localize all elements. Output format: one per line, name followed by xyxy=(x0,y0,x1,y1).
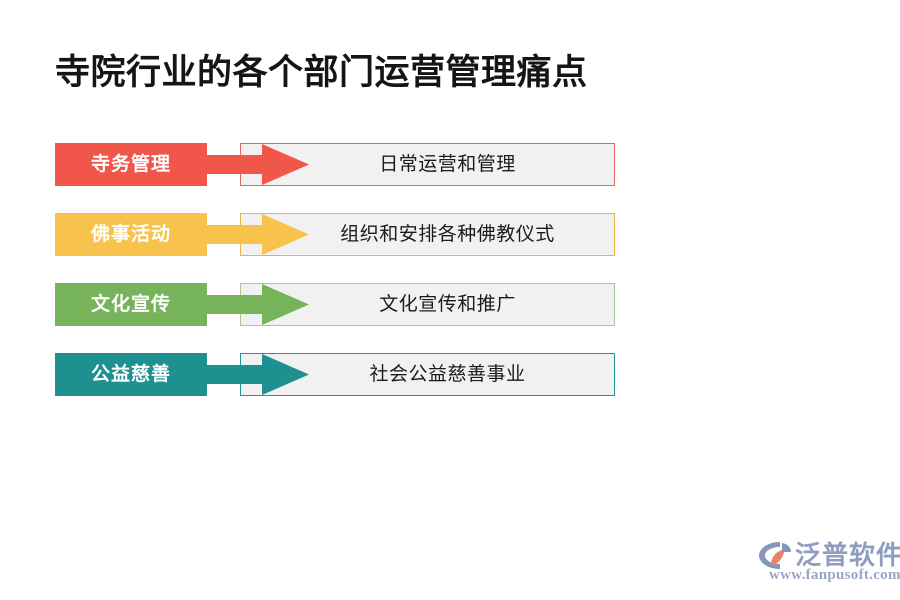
row-description-label: 社会公益慈善事业 xyxy=(369,364,526,385)
pain-point-row: 社会公益慈善事业 公益慈善 xyxy=(55,353,615,399)
row-label-box: 文化宣传 xyxy=(55,283,207,326)
row-description-box: 文化宣传和推广 xyxy=(240,283,615,326)
logo-website-url: www.fanpusoft.com xyxy=(769,567,900,583)
row-label-box: 佛事活动 xyxy=(55,213,207,256)
pain-point-row: 日常运营和管理 寺务管理 xyxy=(55,143,615,189)
row-label-box: 公益慈善 xyxy=(55,353,207,396)
row-description-label: 文化宣传和推广 xyxy=(379,294,516,315)
logo-company-name: 泛普软件 xyxy=(795,541,900,570)
row-description-label: 组织和安排各种佛教仪式 xyxy=(340,224,555,245)
row-label-text: 公益慈善 xyxy=(90,364,171,385)
row-description-label: 日常运营和管理 xyxy=(379,154,516,175)
pain-point-row: 文化宣传和推广 文化宣传 xyxy=(55,283,615,329)
row-label-text: 寺务管理 xyxy=(90,154,171,175)
row-description-box: 社会公益慈善事业 xyxy=(240,353,615,396)
page-title: 寺院行业的各个部门运营管理痛点 xyxy=(55,53,588,92)
brand-logo: 泛普软件 www.fanpusoft.com xyxy=(757,535,900,591)
row-description-box: 日常运营和管理 xyxy=(240,143,615,186)
row-label-box: 寺务管理 xyxy=(55,143,207,186)
row-label-text: 文化宣传 xyxy=(90,294,171,315)
row-description-box: 组织和安排各种佛教仪式 xyxy=(240,213,615,256)
fanpu-logo-icon xyxy=(757,539,793,571)
pain-point-row: 组织和安排各种佛教仪式 佛事活动 xyxy=(55,213,615,259)
row-label-text: 佛事活动 xyxy=(90,224,171,245)
